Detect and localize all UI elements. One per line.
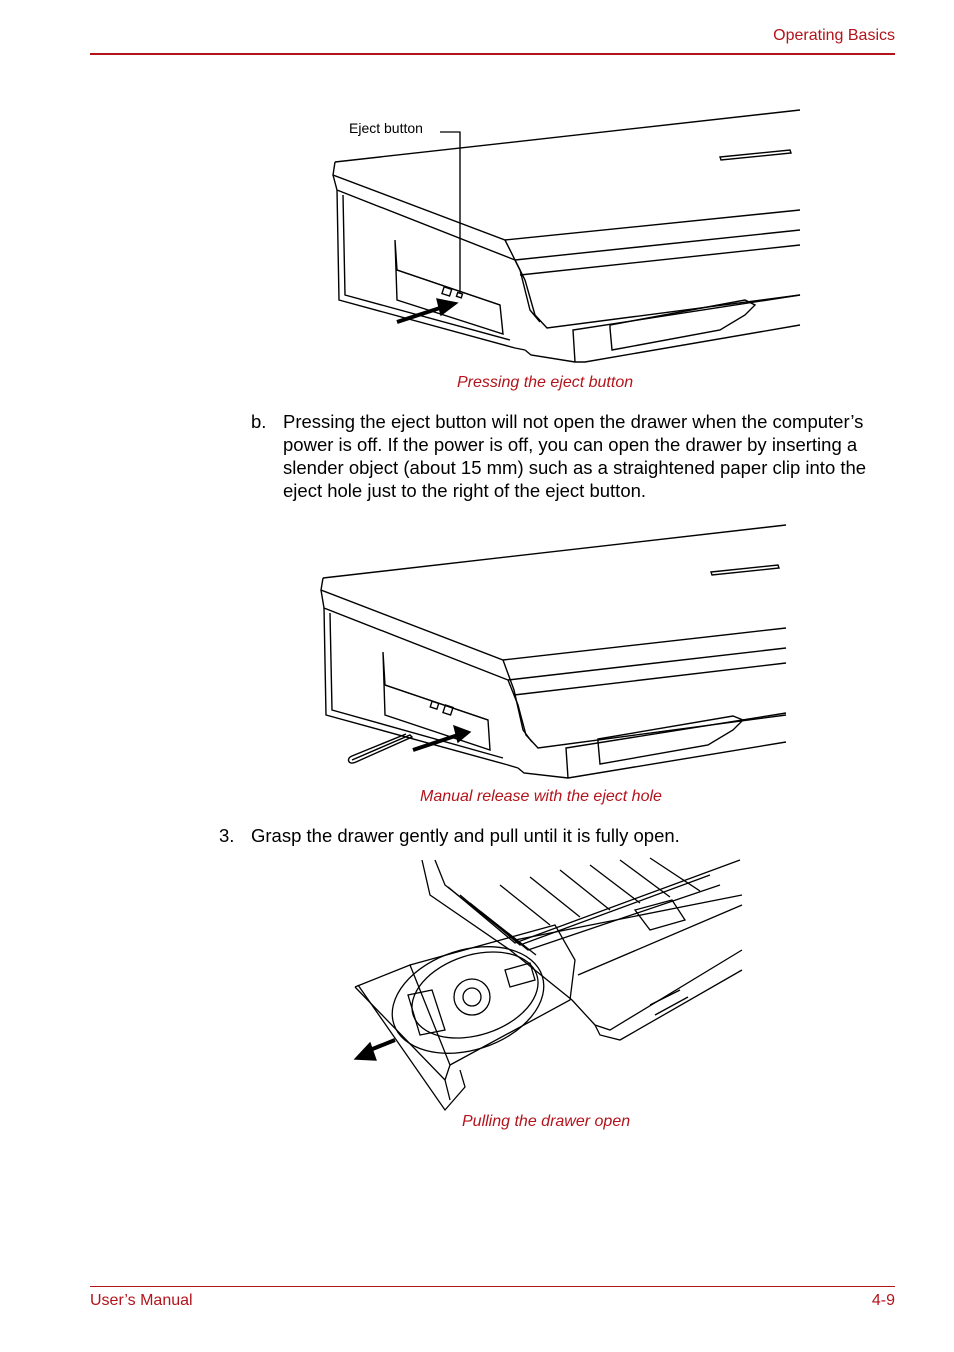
list-marker: b. (251, 411, 267, 432)
figure-caption: Manual release with the eject hole (420, 788, 662, 805)
footer-page-number: 4-9 (871, 1292, 895, 1309)
laptop-eject-illustration: Eject button (332, 109, 801, 363)
figure-eject-button: Eject button (325, 100, 805, 365)
header-rule (90, 53, 895, 55)
footer-manual-title: User’s Manual (90, 1292, 193, 1309)
list-item-b: b. Pressing the eject button will not op… (251, 410, 901, 504)
list-item-step-3: 3. Grasp the drawer gently and pull unti… (219, 824, 899, 848)
header-section-title: Operating Basics (773, 27, 895, 44)
figure-drawer-open (350, 855, 745, 1115)
paragraph-text: Grasp the drawer gently and pull until i… (251, 825, 680, 846)
figure-caption: Pulling the drawer open (462, 1113, 631, 1130)
eject-button-callout: Eject button (349, 120, 423, 136)
figure-caption: Pressing the eject button (457, 374, 634, 391)
laptop-paperclip-illustration (320, 524, 787, 779)
list-marker: 3. (219, 825, 235, 846)
figure-manual-release (318, 520, 793, 780)
paragraph-text: Pressing the eject button will not open … (283, 411, 867, 501)
footer-rule (90, 1286, 895, 1287)
laptop-drawer-illustration (353, 857, 743, 1112)
